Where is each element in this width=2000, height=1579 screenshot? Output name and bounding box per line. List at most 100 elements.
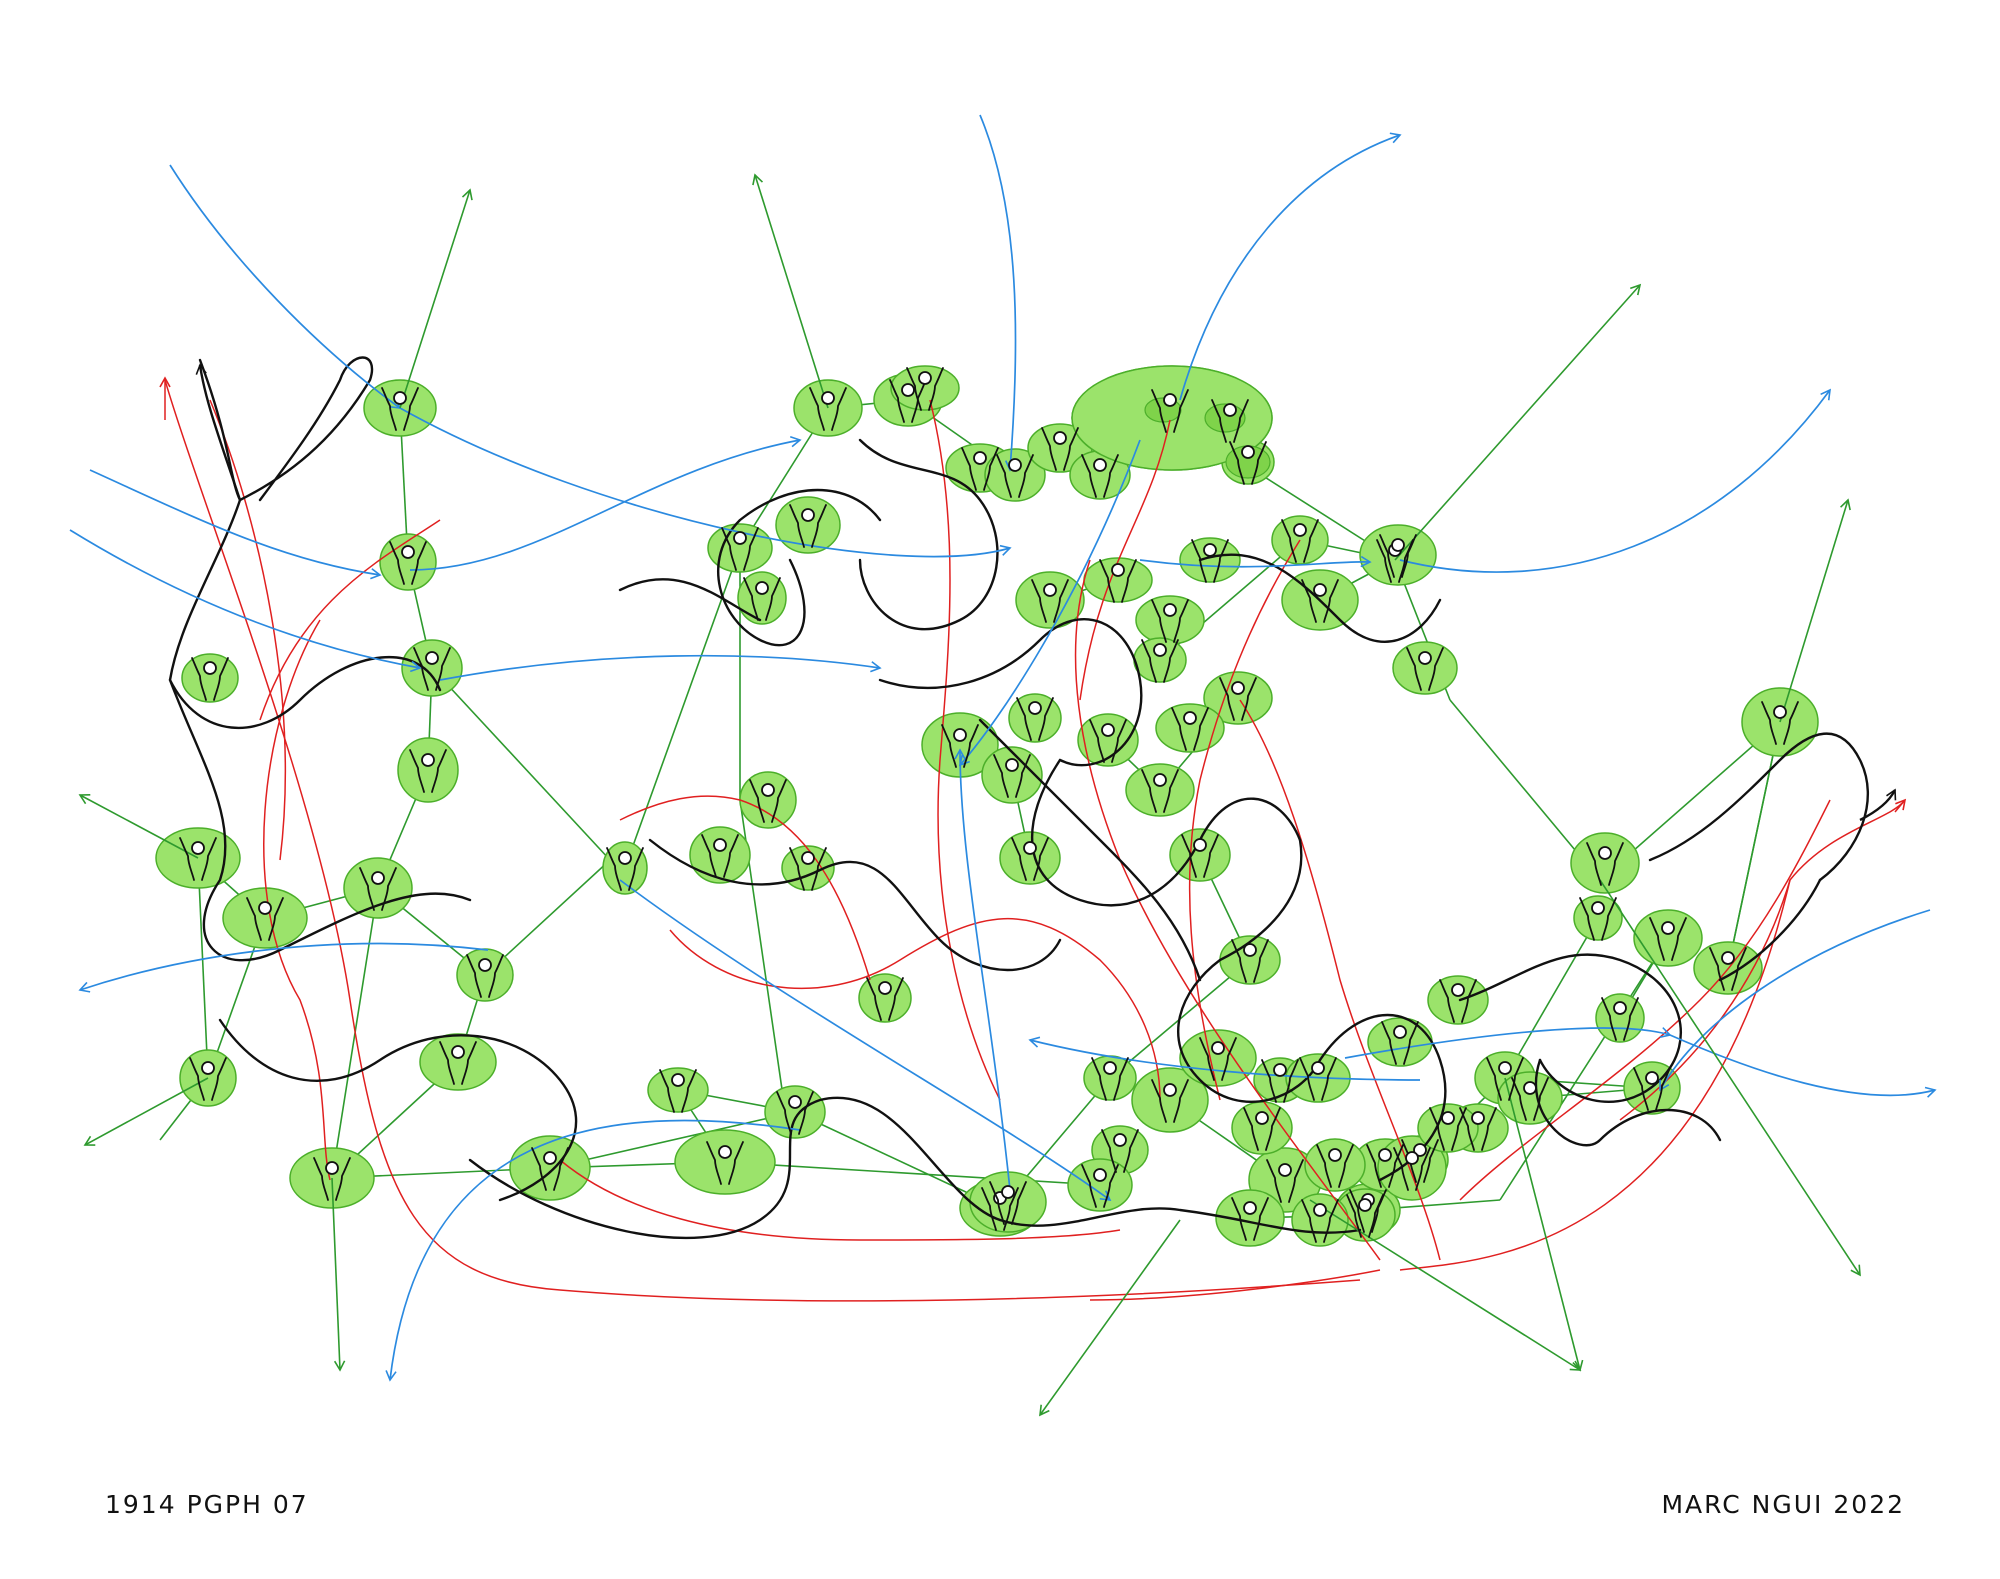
red-path	[1188, 539, 1301, 1101]
figure-body	[776, 1091, 814, 1135]
person-figure	[776, 1091, 814, 1135]
person-figure	[1011, 837, 1049, 881]
figure-body	[189, 1057, 227, 1101]
green-arrow	[83, 1077, 209, 1146]
person-figure	[721, 527, 759, 571]
blue-curved-arrow	[169, 164, 402, 409]
figure-body	[359, 867, 397, 911]
blue-curved-arrow	[619, 879, 1112, 1201]
figure-head	[901, 383, 915, 397]
node-blob	[222, 887, 308, 949]
person-figure	[1266, 1159, 1304, 1203]
figure-head	[421, 753, 435, 767]
person-figure	[1261, 1059, 1299, 1103]
blue-curved-arrow	[979, 114, 1017, 472]
figure-body	[1709, 947, 1747, 991]
figure-body	[1281, 519, 1319, 563]
figure-body	[1219, 677, 1257, 721]
figure-body	[789, 504, 827, 548]
red-path	[1619, 799, 1906, 1121]
person-figure	[906, 367, 944, 411]
figure-body	[1316, 1144, 1354, 1188]
figure-body	[1089, 719, 1127, 763]
black-path	[1648, 732, 1869, 882]
figure-body	[809, 387, 847, 431]
figure-head	[1203, 543, 1217, 557]
figure-body	[1199, 1037, 1237, 1081]
figure-body	[246, 897, 284, 941]
node-blob	[999, 831, 1061, 885]
figure-body	[1761, 701, 1799, 745]
figure-body	[1181, 834, 1219, 878]
figure-body	[1349, 1189, 1387, 1233]
figure-body	[1081, 454, 1119, 498]
figure-body	[1649, 917, 1687, 961]
red-path	[259, 519, 441, 721]
figure-body	[1231, 1197, 1269, 1241]
figure-head	[821, 391, 835, 405]
blue-arrow-layer	[69, 114, 1937, 1382]
figure-head	[1255, 1111, 1269, 1125]
node-blob	[858, 973, 912, 1023]
figure-body	[743, 577, 781, 621]
figure-body	[1393, 1147, 1431, 1191]
red-path	[1239, 699, 1441, 1261]
person-figure	[1243, 1107, 1281, 1151]
blue-curved-arrow	[954, 748, 1011, 1191]
green-link-line	[794, 1111, 1001, 1209]
figure-head	[788, 1095, 802, 1109]
figure-head	[1243, 943, 1257, 957]
green-arrow	[1779, 498, 1851, 723]
figure-head	[973, 451, 987, 465]
figure-head	[1451, 983, 1465, 997]
figure-head	[1661, 921, 1675, 935]
black-path	[1198, 553, 1442, 643]
node-blob	[1203, 671, 1273, 725]
figure-head	[1183, 711, 1197, 725]
figure-head	[1313, 583, 1327, 597]
green-arrow	[399, 188, 473, 409]
node-blob	[419, 1033, 497, 1091]
green-link-line	[1504, 917, 1599, 1079]
black-path	[168, 498, 442, 730]
person-figure	[789, 504, 827, 548]
red-path	[1074, 559, 1381, 1261]
person-figure	[439, 1041, 477, 1085]
person-figure	[1511, 1077, 1549, 1121]
figure-head	[1273, 1063, 1287, 1077]
figure-head	[371, 871, 385, 885]
figure-head	[1378, 1148, 1392, 1162]
figure-head	[1101, 723, 1115, 737]
black-path	[618, 578, 762, 622]
red-path	[1089, 1269, 1381, 1301]
black-path	[1534, 1058, 1722, 1147]
figure-head	[1773, 705, 1787, 719]
figure-head	[1441, 1111, 1455, 1125]
node-blob	[1570, 832, 1640, 894]
figure-body	[1266, 1159, 1304, 1203]
red-path	[669, 918, 1161, 1101]
node-blob	[1155, 703, 1225, 753]
figure-head	[201, 1061, 215, 1075]
green-link-line	[197, 857, 209, 1079]
person-figure	[409, 749, 447, 793]
figure-body	[1081, 1164, 1119, 1208]
figure-body	[1376, 539, 1414, 583]
node-blob	[981, 746, 1043, 804]
figure-head	[1405, 1151, 1419, 1165]
green-arrow	[1309, 1199, 1582, 1371]
person-figure	[1099, 559, 1137, 603]
node-blob	[456, 948, 514, 1002]
red-path	[559, 1159, 1121, 1241]
person-figure	[993, 754, 1031, 798]
green-arrow	[78, 794, 199, 859]
node-blob	[890, 365, 960, 411]
figure-body	[993, 754, 1031, 798]
green-arrow	[1599, 879, 1861, 1277]
figure-body	[1101, 1129, 1139, 1173]
person-figure	[1586, 842, 1624, 886]
figure-body	[1406, 647, 1444, 691]
figure-body	[866, 977, 904, 1021]
figure-body	[1301, 579, 1339, 623]
figure-head	[1645, 1071, 1659, 1085]
